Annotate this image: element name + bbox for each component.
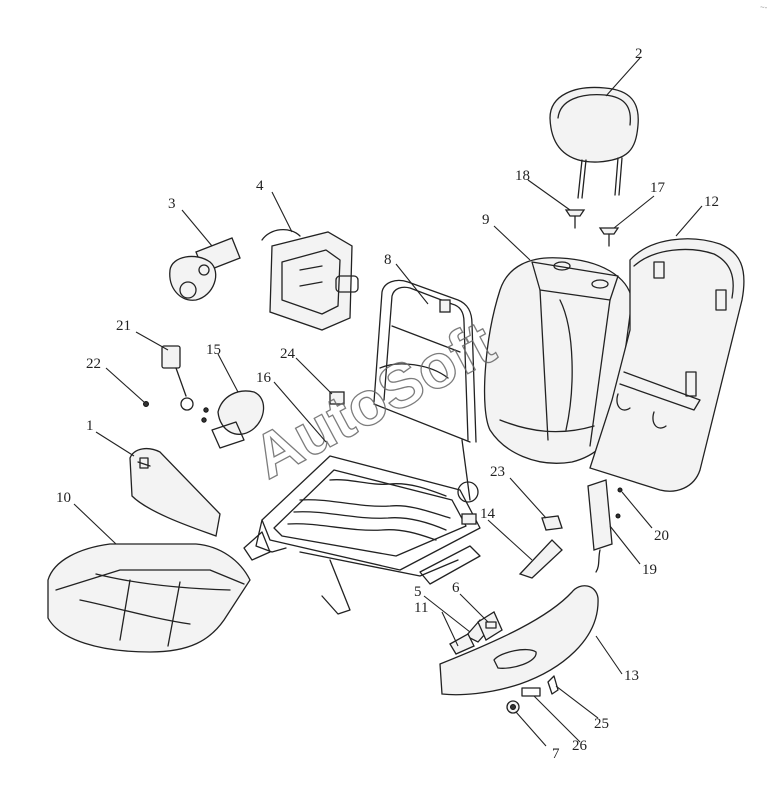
part-9-back-cushion [483,257,633,464]
callout-8: 8 [384,252,392,268]
part-13-side-shield [439,585,599,697]
callout-22: 22 [86,356,101,372]
part-17-guide [598,227,620,247]
leader-lines [73,57,703,747]
callout-6: 6 [452,580,460,596]
callout-15: 15 [206,342,221,358]
seat-frame [243,455,481,615]
callout-16: 16 [256,370,272,386]
part-19-module [587,479,613,573]
part-1-side-trim [129,447,221,537]
part-11-switch [449,633,475,655]
part-12-back-panel [589,238,745,492]
callout-13: 13 [624,668,639,684]
callout-19: 19 [642,562,657,578]
callout-12: 12 [704,194,719,210]
part-10-seat-cushion [47,543,251,653]
callout-23: 23 [490,464,505,480]
callout-labels: 2 18 17 12 4 3 9 8 21 22 15 24 16 1 10 2… [56,46,719,762]
callout-25: 25 [594,716,609,732]
part-21-buckle [161,345,194,411]
part-6-switch [477,611,503,641]
part-3-motor [169,237,241,301]
callout-26: 26 [572,738,588,754]
part-14-bracket [518,539,563,579]
callout-5: 5 [414,584,422,600]
callout-24: 24 [280,346,296,362]
part-24-clip [329,391,345,405]
part-18-guide [564,209,586,229]
part-8-back-frame [373,279,479,503]
part-15-recliner [201,390,265,449]
callout-3: 3 [168,196,176,212]
callout-2: 2 [635,46,643,62]
corner-mark: ~- [760,3,768,12]
part-2-headrest [549,86,639,199]
part-7-knob [506,700,520,714]
callout-14: 14 [480,506,496,522]
callout-1: 1 [86,418,94,434]
callout-4: 4 [256,178,264,194]
part-23-block [541,515,563,531]
callout-10: 10 [56,490,71,506]
callout-11: 11 [414,600,428,616]
callout-18: 18 [515,168,530,184]
callout-20: 20 [654,528,669,544]
part-4-lumbar-module [261,229,359,331]
callout-21: 21 [116,318,131,334]
callout-9: 9 [482,212,490,228]
part-22-bolt [143,401,149,407]
part-20-screw [615,487,623,519]
callout-7: 7 [552,746,560,762]
callout-17: 17 [650,180,666,196]
